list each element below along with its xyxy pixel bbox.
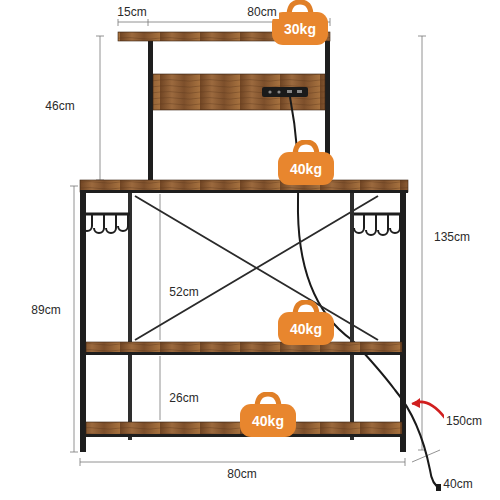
dimension-label: 52cm [167,285,200,299]
weight-text: 30kg [270,14,330,44]
weight-text: 40kg [276,314,336,344]
weight-badge: 40kg [238,392,298,438]
dimension-label: 26cm [167,391,200,405]
weight-badge: 30kg [270,0,330,46]
dimension-label: 46cm [43,99,76,113]
dimension-label: 40cm [441,477,474,491]
weight-badge: 40kg [276,140,336,186]
weight-badge: 40kg [276,300,336,346]
dimension-label: 135cm [432,230,472,244]
weight-text: 40kg [238,406,298,436]
weight-text: 40kg [276,154,336,184]
dimension-label: 80cm [245,5,278,19]
dimension-label: 150cm [444,414,484,428]
dimension-label: 89cm [29,303,62,317]
dimension-label: 15cm [115,5,148,19]
dimension-label: 80cm [225,467,258,481]
